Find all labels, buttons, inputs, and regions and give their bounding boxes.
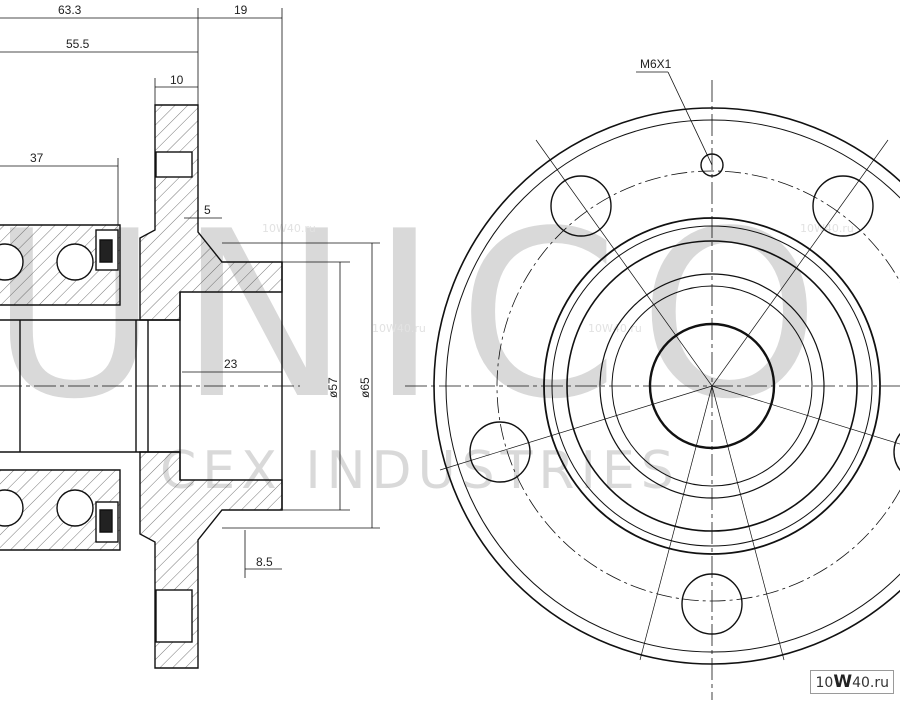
bolt-hole: [469, 421, 531, 483]
flange-bolt-hole-upper: [155, 151, 193, 178]
dim-55-5: 55.5: [66, 37, 90, 51]
badge-w: W: [833, 672, 853, 692]
bolt-hole: [681, 573, 743, 635]
seal-lip-upper: [99, 239, 113, 263]
hub-ring-3: [566, 240, 858, 532]
hub-ring-2: [551, 225, 873, 547]
dim-10: 10: [170, 73, 184, 87]
hub-ring-outer: [543, 217, 881, 555]
bearing-ball: [56, 243, 94, 281]
watermark: UNICO CEX INDUSTRIES 10W40.ru 10W40.ru 1…: [0, 183, 854, 501]
dim-dia-65: ø65: [358, 377, 372, 398]
thread-label: M6X1: [640, 57, 672, 71]
hub-bore: [648, 322, 776, 450]
front-view: M6X1: [405, 57, 900, 700]
bolt-pitch-circle: [496, 170, 900, 602]
watermark-logo-text: UNICO: [0, 183, 840, 450]
bearing-ball: [56, 489, 94, 527]
bearing-ball: [0, 489, 24, 527]
watermark-badge: 10W40.ru: [810, 670, 894, 694]
seal-lip-lower: [99, 509, 113, 533]
threaded-hole: [700, 153, 724, 177]
dim-8-5: 8.5: [256, 555, 273, 569]
badge-mid: 40: [852, 675, 870, 691]
bolt-hole: [550, 175, 612, 237]
badge-prefix: 10: [815, 675, 834, 691]
flange-inner-edge: [445, 119, 900, 653]
dim-5: 5: [204, 203, 211, 217]
bolt-hole: [893, 432, 900, 472]
watermark-site-1: 10W40.ru: [262, 222, 316, 235]
dim-37: 37: [30, 151, 44, 165]
bearing-ball: [0, 243, 24, 281]
dimension-lines: [0, 8, 380, 578]
flange-bolt-hole-lower: [155, 589, 193, 643]
dim-63-3: 63.3: [58, 3, 82, 17]
bolt-hole: [812, 175, 874, 237]
hub-ring-5: [611, 285, 813, 487]
dim-19: 19: [234, 3, 248, 17]
badge-suffix: .ru: [869, 675, 889, 691]
watermark-site-4: 10W40.ru: [800, 222, 854, 235]
hub-ring-4: [599, 273, 825, 499]
watermark-site-2: 10W40.ru: [372, 322, 426, 335]
dim-dia-57: ø57: [326, 377, 340, 398]
dim-23: 23: [224, 357, 238, 371]
flange-outer-circle: [433, 107, 900, 665]
section-view: 63.3 19 55.5 10 37 5 23 8.5 ø57 ø65: [0, 3, 380, 669]
radial-lines: [439, 139, 900, 661]
